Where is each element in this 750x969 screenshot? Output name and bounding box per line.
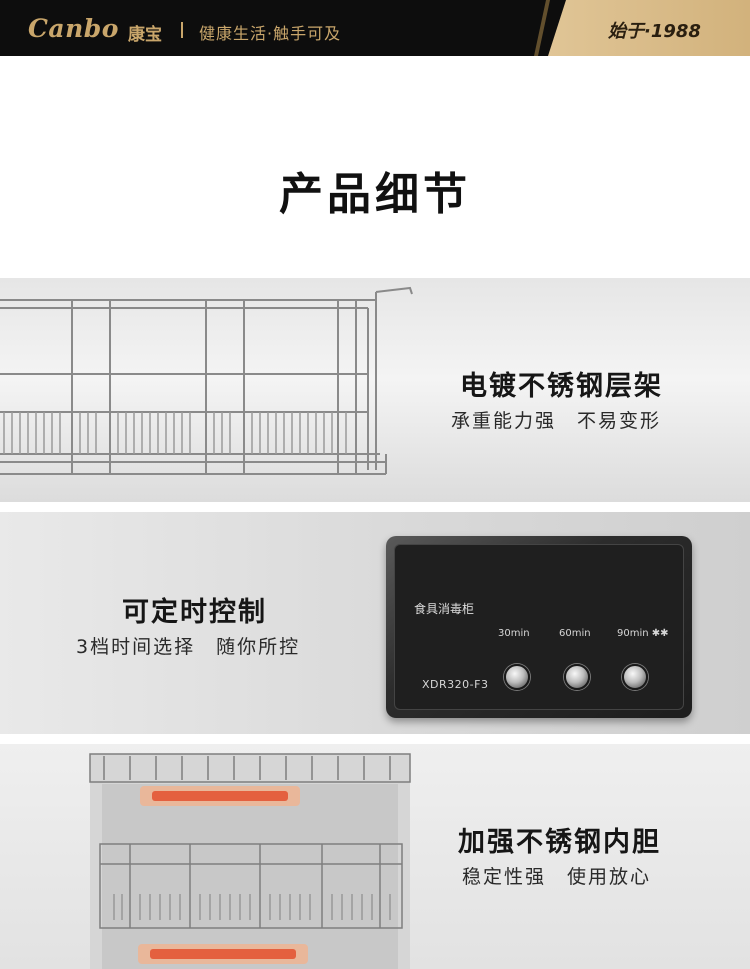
feature-subtitle: 承重能力强 不易变形	[451, 410, 662, 432]
timer-knob-90	[622, 664, 648, 690]
feature-title: 加强不锈钢内胆	[458, 827, 661, 858]
timer-label-30: 30min	[498, 628, 530, 639]
since-text: 始于·1988	[608, 21, 701, 42]
brand-slogan: 健康生活·触手可及	[199, 24, 342, 43]
timer-label-60: 60min	[559, 628, 591, 639]
brand-header: Canbo 康宝 健康生活·触手可及 始于·1988	[0, 0, 750, 56]
control-panel-image: 食具消毒柜 30min 60min 90min ✱✱ XDR320-F3	[386, 536, 692, 718]
cabinet-interior-image	[89, 753, 411, 969]
wire-rack-image	[0, 286, 413, 475]
timer-knob-60	[564, 664, 590, 690]
brand-name-cn: 康宝	[128, 25, 162, 45]
brand-logo: Canbo	[28, 14, 119, 43]
feature-cavity: 加强不锈钢内胆 稳定性强 使用放心	[0, 744, 750, 969]
divider	[181, 22, 183, 38]
feature-timer: 可定时控制 3档时间选择 随你所控 食具消毒柜 30min 60min 90mi…	[0, 512, 750, 734]
feature-title: 电镀不锈钢层架	[460, 371, 663, 402]
section-title: 产品细节	[279, 169, 471, 220]
feature-shelf: 电镀不锈钢层架 承重能力强 不易变形	[0, 278, 750, 502]
feature-title: 可定时控制	[122, 597, 267, 628]
since-badge: 始于·1988	[534, 0, 750, 56]
timer-label-90: 90min ✱✱	[617, 628, 669, 639]
feature-subtitle: 稳定性强 使用放心	[462, 866, 652, 888]
control-panel-name: 食具消毒柜	[414, 602, 475, 616]
model-number: XDR320-F3	[422, 678, 489, 691]
timer-knob-30	[504, 664, 530, 690]
feature-subtitle: 3档时间选择 随你所控	[76, 636, 301, 658]
